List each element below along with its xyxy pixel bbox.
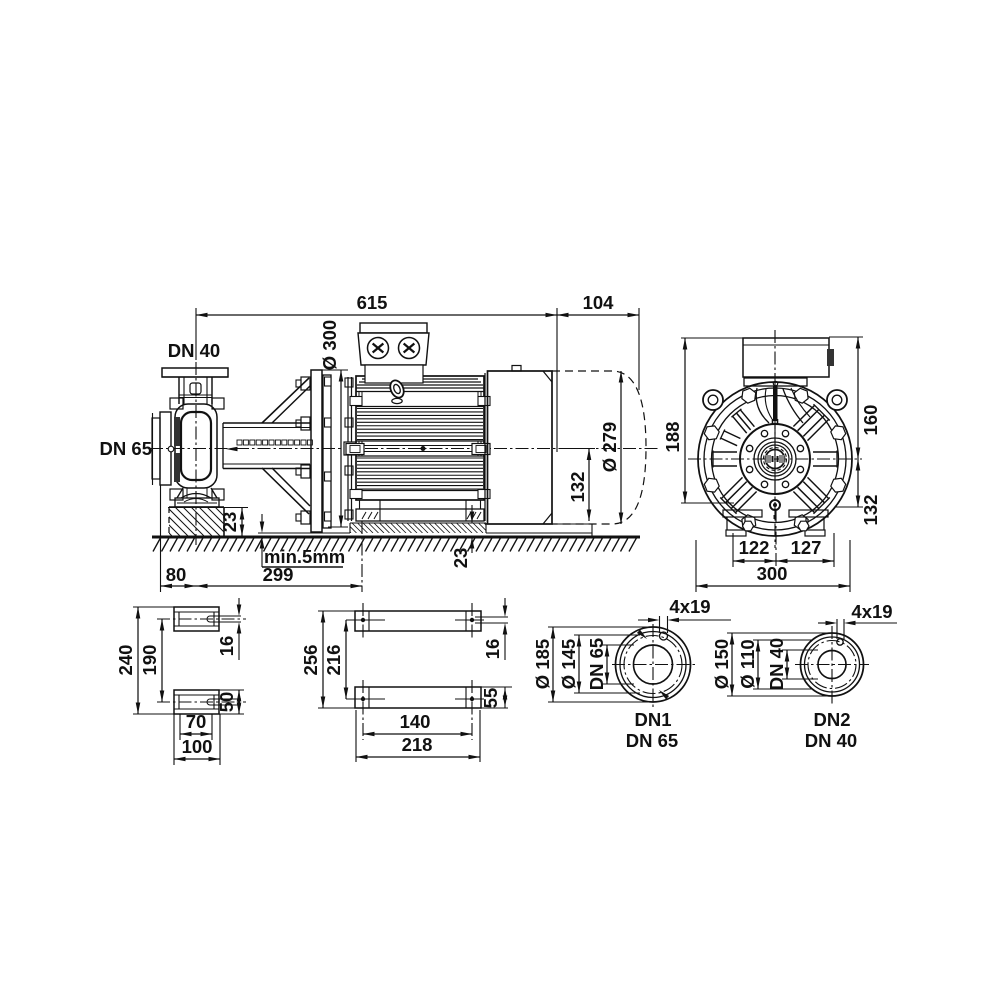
svg-text:188: 188	[662, 422, 683, 453]
svg-text:Ø 150: Ø 150	[711, 639, 732, 689]
svg-text:160: 160	[860, 405, 881, 436]
svg-text:132: 132	[860, 495, 881, 526]
svg-text:100: 100	[182, 736, 213, 757]
svg-text:615: 615	[357, 292, 388, 313]
svg-text:256: 256	[300, 645, 321, 676]
svg-text:140: 140	[400, 711, 431, 732]
svg-text:Ø 279: Ø 279	[599, 422, 620, 472]
svg-text:4x19: 4x19	[669, 596, 710, 617]
svg-text:132: 132	[567, 472, 588, 503]
svg-text:4x19: 4x19	[851, 601, 892, 622]
svg-text:DN1: DN1	[634, 709, 671, 730]
svg-text:218: 218	[402, 734, 433, 755]
svg-text:DN 40: DN 40	[805, 730, 857, 751]
svg-text:DN 40: DN 40	[168, 340, 220, 361]
svg-text:70: 70	[186, 711, 207, 732]
svg-text:Ø 145: Ø 145	[558, 639, 579, 689]
svg-text:DN 65: DN 65	[626, 730, 678, 751]
svg-text:216: 216	[323, 645, 344, 676]
svg-text:DN 65: DN 65	[100, 438, 152, 459]
svg-text:104: 104	[583, 292, 615, 313]
svg-text:55: 55	[480, 688, 501, 709]
svg-text:DN 40: DN 40	[766, 638, 787, 690]
svg-text:16: 16	[216, 636, 237, 657]
svg-text:Ø 110: Ø 110	[737, 639, 758, 688]
svg-text:299: 299	[263, 564, 294, 585]
svg-text:min.5mm: min.5mm	[264, 546, 345, 567]
svg-text:Ø 300: Ø 300	[319, 320, 340, 370]
svg-text:50: 50	[216, 692, 237, 713]
svg-text:DN2: DN2	[813, 709, 850, 730]
svg-text:23: 23	[219, 512, 240, 533]
svg-text:190: 190	[139, 645, 160, 676]
svg-text:16: 16	[482, 639, 503, 660]
svg-text:127: 127	[791, 537, 822, 558]
svg-text:80: 80	[166, 564, 187, 585]
svg-text:300: 300	[757, 563, 788, 584]
svg-text:240: 240	[115, 645, 136, 676]
svg-text:DN 65: DN 65	[586, 638, 607, 690]
svg-text:23: 23	[450, 548, 471, 569]
svg-text:Ø 185: Ø 185	[532, 639, 553, 689]
svg-text:122: 122	[739, 537, 770, 558]
